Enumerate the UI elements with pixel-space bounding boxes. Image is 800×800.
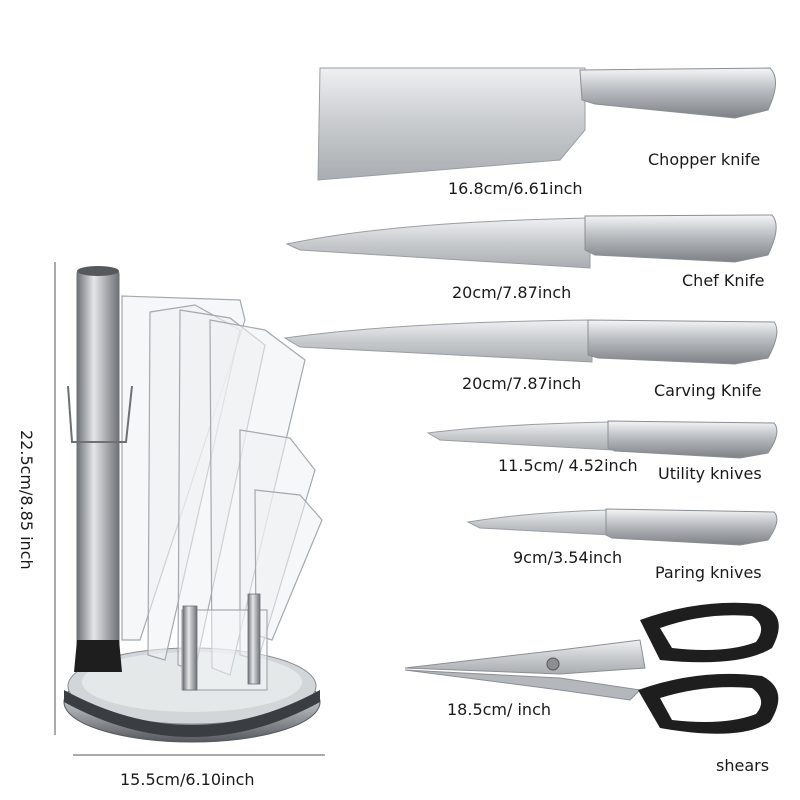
acrylic-slots: [121, 295, 323, 691]
utility-knife-length: 11.5cm/ 4.52inch: [498, 456, 638, 475]
chopper-knife-length: 16.8cm/6.61inch: [448, 179, 583, 198]
chopper-knife: [317, 67, 776, 181]
chef-knife-label: Chef Knife: [682, 271, 765, 290]
stand-height-label: 22.5cm/8.85 inch: [17, 430, 36, 570]
paring-knife: [466, 508, 778, 546]
paring-knife-length: 9cm/3.54inch: [513, 548, 623, 567]
shears: [404, 602, 779, 734]
chef-knife-length: 20cm/7.87inch: [452, 283, 572, 302]
carving-knife: [283, 319, 778, 365]
sharpening-pole: [67, 266, 133, 672]
shears-label: shears: [716, 756, 770, 775]
stand-width-label: 15.5cm/6.10inch: [120, 770, 255, 789]
carving-knife-length: 20cm/7.87inch: [462, 374, 582, 393]
paring-knife-label: Paring knives: [655, 563, 762, 582]
stand-rods: [182, 593, 261, 691]
dimension-lines: [54, 262, 325, 756]
utility-knife: [426, 420, 778, 459]
chopper-knife-label: Chopper knife: [648, 150, 761, 169]
shears-length: 18.5cm/ inch: [447, 700, 552, 719]
carving-knife-label: Carving Knife: [654, 381, 762, 400]
utility-knife-label: Utility knives: [658, 464, 762, 483]
chef-knife: [285, 214, 777, 269]
